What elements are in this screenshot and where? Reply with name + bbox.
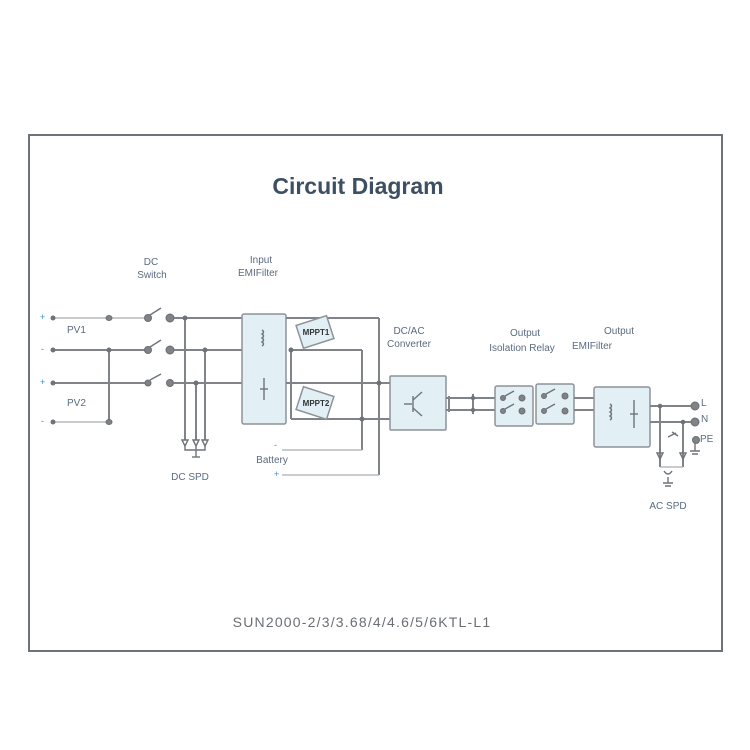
ac-spd-label: AC SPD — [649, 501, 686, 512]
ac-spd-icon — [655, 431, 688, 487]
pv1-label: PV1 — [67, 325, 86, 336]
pv1-minus-sign: - — [41, 344, 44, 354]
dcac-label-1: DC/AC — [393, 326, 424, 337]
isolation-relay-2 — [535, 383, 575, 425]
input-emi-label-1: Input — [250, 255, 272, 266]
dc-switch-label-2: Switch — [137, 270, 166, 281]
dc-spd-label: DC SPD — [171, 472, 209, 483]
relay-to-filter-wires — [574, 397, 594, 411]
isolation-relay-1 — [494, 385, 534, 427]
dc-switch-icon — [144, 307, 175, 387]
pv2-minus-sign: - — [41, 416, 44, 426]
dc-switch-label-1: DC — [144, 257, 158, 268]
output-wires — [650, 403, 695, 468]
inductor-icon — [260, 329, 265, 347]
dcac-label-2: Converter — [387, 339, 432, 350]
relay-label-2: Isolation Relay — [489, 343, 555, 354]
output-terminals — [690, 401, 700, 455]
dc-bus-wires — [174, 315, 242, 440]
dc-spd-icon — [180, 439, 210, 458]
input-emi-filter — [241, 313, 287, 425]
mppt1-label: MPPT1 — [303, 328, 330, 337]
mppt2-block: MPPT2 — [295, 385, 335, 421]
inductor-icon — [608, 403, 613, 421]
ac-wires — [446, 394, 495, 414]
battery-plus-sign: + — [274, 469, 279, 479]
battery-minus-sign: - — [274, 440, 277, 450]
model-number: SUN2000-2/3/3.68/4/4.6/5/6KTL-L1 — [233, 614, 492, 630]
input-emi-label-2: EMIFilter — [238, 268, 279, 279]
dcac-converter — [389, 375, 447, 431]
pv-terminals — [50, 315, 113, 425]
mppt1-block: MPPT1 — [295, 314, 335, 350]
ground-icon — [690, 443, 700, 455]
n-terminal — [690, 417, 700, 427]
pv1-plus-sign: + — [40, 312, 45, 322]
relay-label-1: Output — [510, 328, 540, 339]
pv2-label: PV2 — [67, 398, 86, 409]
output-emi-filter — [593, 386, 651, 448]
battery-label: Battery — [256, 455, 288, 466]
pv-input-wires — [54, 317, 146, 423]
out-emi-label-2: EMIFilter — [572, 341, 613, 352]
pe-terminal — [692, 436, 700, 444]
mppt2-label: MPPT2 — [303, 399, 330, 408]
ground-icon — [663, 477, 673, 487]
diagram-title: Circuit Diagram — [272, 173, 443, 199]
pv2-plus-sign: + — [40, 377, 45, 387]
mppt-wires — [282, 317, 390, 476]
transistor-icon — [404, 391, 423, 417]
pe-label: PE — [700, 434, 714, 445]
out-emi-label-1: Output — [604, 326, 634, 337]
l-terminal — [690, 401, 700, 411]
l-label: L — [701, 398, 707, 409]
n-label: N — [701, 414, 708, 425]
